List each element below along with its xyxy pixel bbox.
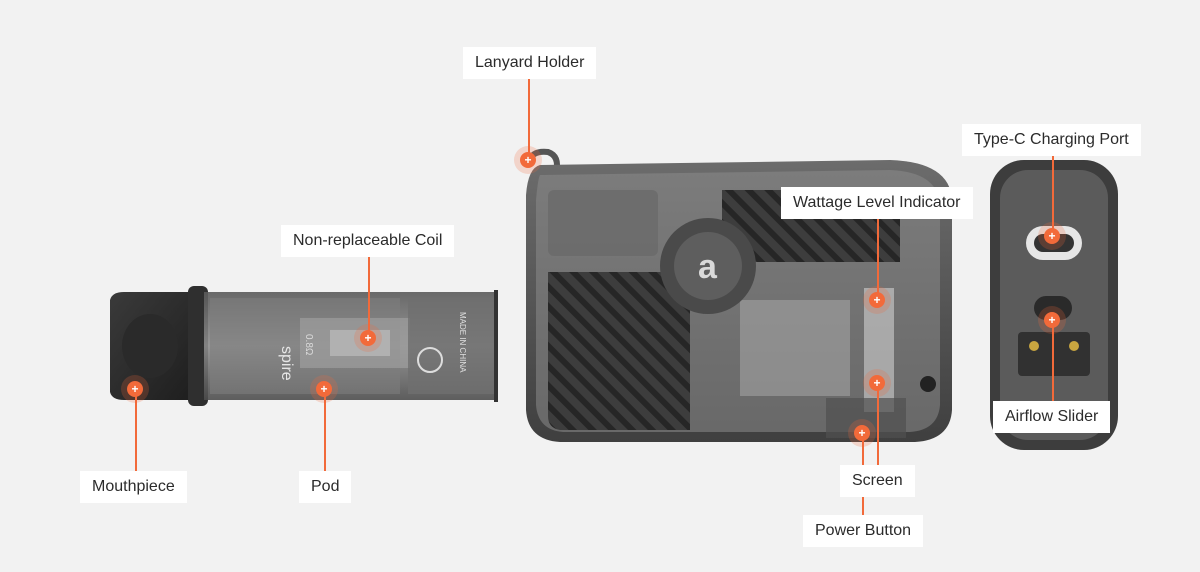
label-airflow-slider: Airflow Slider (993, 401, 1111, 433)
leader-screen (877, 383, 879, 467)
stripe-panel-left (548, 272, 690, 430)
pod-coil-value-text: 0.8Ω (303, 334, 314, 356)
leader-typec (1052, 152, 1054, 236)
label-power-button: Power Button (803, 515, 924, 547)
device-logo: a (698, 248, 718, 286)
label-wattage-level-indicator: Wattage Level Indicator (781, 187, 973, 219)
coil-hotspot[interactable]: + (360, 330, 376, 346)
pod-assembly: spire 0.8Ω MADE IN CHINA (110, 286, 498, 406)
side-vent (920, 376, 936, 392)
screen-shape (864, 288, 894, 412)
leader-lanyard (528, 76, 530, 160)
wattage-indicator-hotspot[interactable]: + (869, 292, 885, 308)
pod-hotspot[interactable]: + (316, 381, 332, 397)
leader-coil (368, 254, 370, 338)
pod-brand-text: spire (278, 346, 295, 381)
label-lanyard-holder: Lanyard Holder (463, 47, 597, 79)
pod-collar (188, 286, 208, 406)
screen-hotspot[interactable]: + (869, 375, 885, 391)
mouthpiece-hotspot[interactable]: + (127, 381, 143, 397)
leader-airflow (1052, 320, 1054, 404)
type-c-port-hotspot[interactable]: + (1044, 228, 1060, 244)
leader-wattage (877, 214, 879, 300)
label-screen: Screen (840, 465, 915, 497)
label-non-replaceable-coil: Non-replaceable Coil (281, 225, 455, 257)
power-button-hotspot[interactable]: + (854, 425, 870, 441)
label-mouthpiece: Mouthpiece (80, 471, 187, 503)
pod-made-in-text: MADE IN CHINA (458, 312, 467, 373)
leader-pod (324, 389, 326, 475)
device-side (990, 160, 1118, 450)
airflow-slider-hotspot[interactable]: + (1044, 312, 1060, 328)
ce-mark (417, 347, 443, 373)
airflow-slot (1034, 296, 1072, 320)
lanyard-holder-hotspot[interactable]: + (520, 152, 536, 168)
device-front: a (525, 148, 952, 442)
leader-mouthpiece (135, 389, 137, 475)
label-type-c-charging-port: Type-C Charging Port (962, 124, 1141, 156)
label-pod: Pod (299, 471, 352, 503)
